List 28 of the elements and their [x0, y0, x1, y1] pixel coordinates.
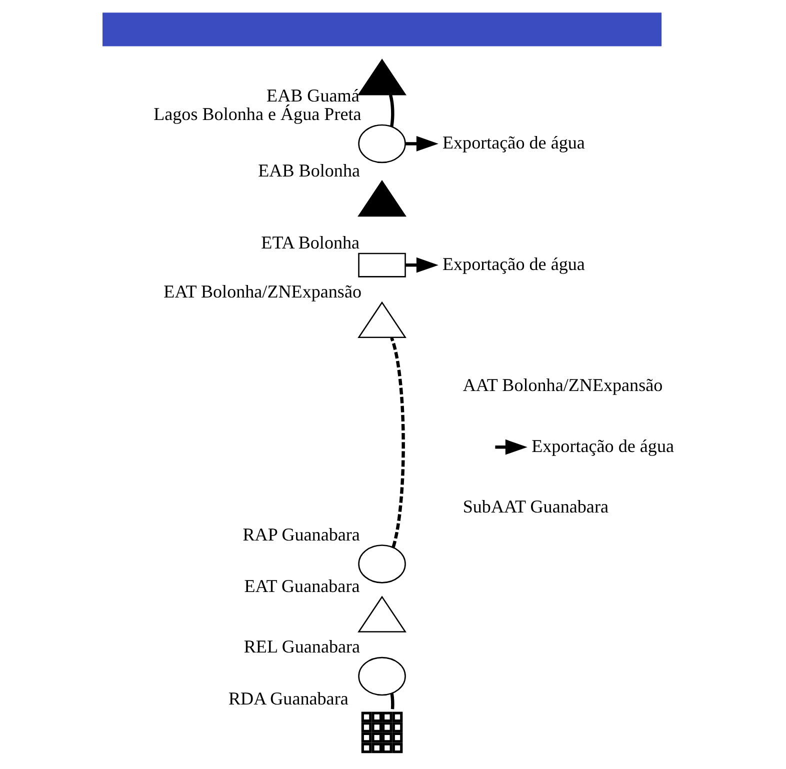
node-text: Exportação de água: [532, 436, 674, 456]
node-label: Lagos Bolonha e Água Preta: [154, 104, 362, 124]
node-triangle: [358, 596, 406, 632]
arrow: [406, 136, 438, 152]
connector: [390, 337, 405, 548]
arrow: [406, 257, 438, 273]
node-label: ETA Bolonha: [261, 232, 360, 253]
arrow: [495, 439, 528, 455]
node-label: EAT Bolonha/ZNExpansão: [164, 282, 362, 302]
node-circle: [358, 656, 406, 696]
node-band: [102, 12, 662, 46]
connector: [388, 94, 394, 127]
label: AAT Bolonha/ZNExpansão: [462, 375, 663, 396]
label: SubAAT Guanabara: [462, 496, 608, 517]
node-label: EAB Bolonha: [258, 160, 360, 180]
node-label: RDA Guanabara: [228, 688, 348, 708]
node-triangle: [358, 301, 406, 338]
node-label: REL Guanabara: [244, 636, 360, 657]
node-box: [358, 252, 406, 278]
node-circle: [358, 544, 406, 584]
node-text: Exportação de água: [442, 254, 585, 274]
node-circle: [358, 124, 406, 164]
node-triangle: [358, 180, 406, 217]
node-label: RAP Guanabara: [242, 524, 360, 544]
node-label: EAT Guanabara: [244, 576, 360, 596]
connector: [390, 693, 394, 710]
node-text: Exportação de água: [442, 132, 585, 152]
node-triangle: [358, 58, 406, 96]
